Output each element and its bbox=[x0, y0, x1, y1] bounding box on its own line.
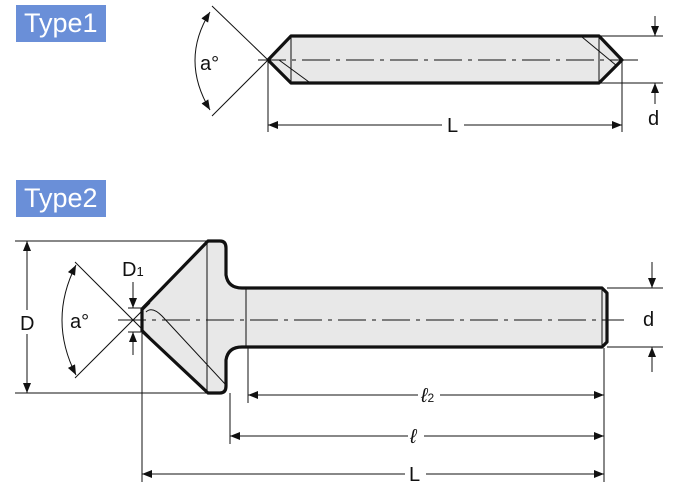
type2-l-label: ℓ bbox=[409, 426, 418, 448]
type2-D1-label: D1 bbox=[122, 259, 144, 281]
type1-L-label: L bbox=[447, 115, 458, 137]
type2-L-label: L bbox=[409, 464, 420, 486]
type1-d-label: d bbox=[648, 108, 659, 130]
type2-D-label: D bbox=[20, 313, 34, 335]
type1-label: Type1 bbox=[16, 5, 106, 42]
type2-angle-label: a° bbox=[70, 311, 89, 333]
type2-l2-label: ℓ2 bbox=[420, 385, 434, 407]
type2-d-label: d bbox=[643, 309, 654, 331]
type2-body bbox=[140, 239, 609, 395]
type2-drawing: D D1 a° d ℓ2 bbox=[15, 239, 663, 486]
type2-label: Type2 bbox=[16, 180, 106, 217]
type1-angle-label: a° bbox=[200, 53, 219, 75]
type1-drawing: a° d L bbox=[194, 5, 663, 137]
